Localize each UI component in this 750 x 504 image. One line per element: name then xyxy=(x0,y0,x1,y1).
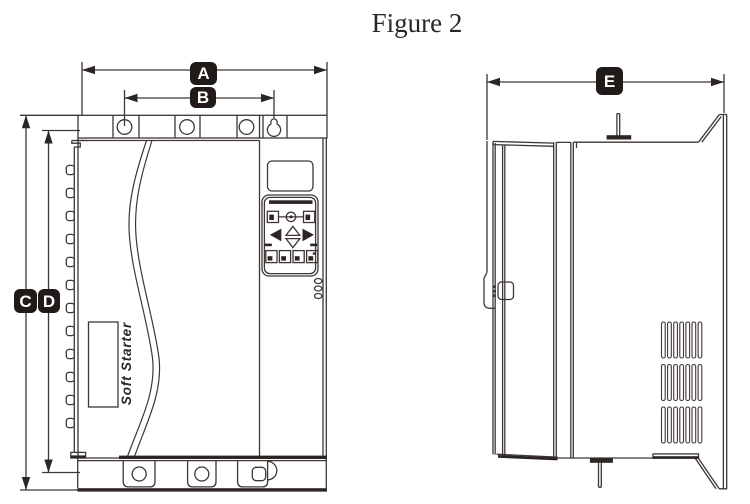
terminal-latch xyxy=(497,281,515,301)
dimension-line-e xyxy=(486,74,725,140)
arrowhead xyxy=(124,93,138,103)
side-vent-ovals xyxy=(313,277,323,300)
product-label: Soft Starter xyxy=(119,321,134,406)
mounting-tab xyxy=(236,460,269,488)
mounting-hole xyxy=(251,466,267,482)
mounting-hole xyxy=(194,466,210,482)
arrowhead xyxy=(261,93,274,103)
lcd-display xyxy=(266,160,314,192)
arrowhead xyxy=(21,477,31,490)
dimension-c-badge: C xyxy=(14,289,37,313)
top-mounting-bracket xyxy=(77,114,328,139)
mounting-hole xyxy=(116,119,133,135)
left-edge-serrations xyxy=(65,164,75,429)
keypad-bottom-row xyxy=(265,249,319,264)
back-mounting-plate xyxy=(652,113,728,490)
arrowhead xyxy=(82,65,95,75)
left-arrow-key xyxy=(269,228,282,242)
arrowhead xyxy=(44,459,53,473)
top-mounting-screw xyxy=(606,112,632,140)
up-arrow-key xyxy=(284,225,302,237)
keypad-top-row xyxy=(266,210,316,224)
side-view-drawing xyxy=(483,74,728,490)
mounting-tab xyxy=(186,460,217,488)
heatsink-vent-slots xyxy=(660,321,703,444)
dimension-d-badge: D xyxy=(38,289,60,313)
function-button xyxy=(265,249,278,264)
function-button xyxy=(305,249,319,264)
dimension-a-badge: A xyxy=(190,62,217,85)
dimension-b-badge: B xyxy=(190,87,216,108)
mounting-hole xyxy=(179,119,195,135)
front-panel-curve xyxy=(126,140,161,457)
function-button xyxy=(278,249,292,264)
side-housing xyxy=(553,141,699,459)
arrowhead xyxy=(44,130,53,144)
knob-button xyxy=(285,211,297,223)
dimension-e-badge: E xyxy=(596,67,623,95)
side-front-edge xyxy=(483,140,554,456)
keypad-bezel xyxy=(261,194,319,277)
keyhole-slot xyxy=(266,118,282,137)
front-view-drawing xyxy=(20,62,328,492)
function-button xyxy=(292,249,305,264)
mounting-hole xyxy=(238,119,255,135)
down-arrow-key xyxy=(284,237,302,249)
bottom-mounting-bracket xyxy=(77,455,327,492)
arrowhead xyxy=(314,65,327,75)
bottom-mounting-screw xyxy=(589,458,613,488)
arrowhead xyxy=(711,77,724,87)
arrowhead xyxy=(21,115,31,129)
arrowhead xyxy=(487,77,500,87)
terminal-latch-bump xyxy=(483,272,495,309)
front-body-outline xyxy=(70,138,327,459)
side-front-foot xyxy=(496,453,558,461)
figure-title: Figure 2 xyxy=(371,8,463,38)
right-arrow-key xyxy=(302,228,314,242)
mounting-hole xyxy=(131,466,147,482)
nameplate-area xyxy=(87,321,119,408)
mounting-tab xyxy=(122,460,156,488)
control-panel xyxy=(261,160,323,300)
keypad-arrow-cluster xyxy=(264,225,318,249)
display-slot xyxy=(269,200,313,204)
